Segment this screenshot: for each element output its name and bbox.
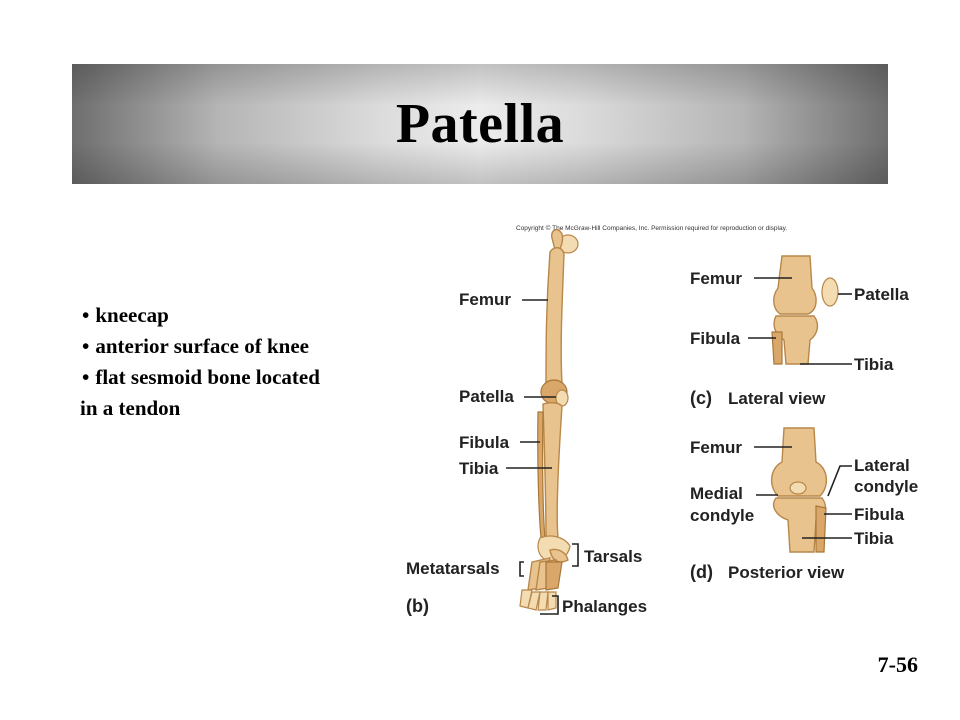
femur-distal-lateral	[773, 255, 817, 315]
slide-number: 7-56	[877, 652, 918, 677]
femur-shaft	[545, 247, 565, 385]
tibia-bone	[542, 401, 563, 539]
label-d-lateral-condyle-1: Lateral	[854, 456, 910, 475]
fibula-proximal-posterior	[815, 505, 827, 553]
label-c-fibula: Fibula	[690, 329, 741, 348]
phalanx-3	[537, 591, 549, 611]
bullet-item: •kneecap	[80, 300, 400, 331]
label-c-femur: Femur	[690, 269, 742, 288]
title-bar: Patella	[72, 64, 888, 184]
calcaneus	[549, 548, 569, 563]
phalanx-2	[527, 591, 541, 611]
leader-d-lateral-condyle	[827, 465, 852, 497]
slide-title: Patella	[395, 93, 565, 155]
bullet-dot: •	[82, 334, 90, 358]
lower-limb-illustration: Copyright © The McGraw-Hill Companies, I…	[406, 224, 918, 616]
caption-c-letter: (c)	[690, 388, 712, 408]
phalanx-4	[547, 591, 557, 611]
caption-d-letter: (d)	[690, 562, 713, 582]
label-b-tibia: Tibia	[459, 459, 499, 478]
label-d-medial-condyle-2: condyle	[690, 506, 754, 525]
bullet-dot: •	[82, 365, 90, 389]
label-b-tarsals: Tarsals	[584, 547, 642, 566]
bullet-text: anterior surface of knee	[95, 334, 309, 358]
caption-d-text: Posterior view	[728, 563, 845, 582]
metatarsal-3	[545, 561, 563, 591]
caption-b: (b)	[406, 596, 429, 616]
copyright-text: Copyright © The McGraw-Hill Companies, I…	[516, 224, 787, 232]
label-b-patella: Patella	[459, 387, 514, 406]
panel-c-knee-lateral	[771, 255, 839, 365]
anatomy-figure: Copyright © The McGraw-Hill Companies, I…	[400, 216, 940, 626]
label-b-femur: Femur	[459, 290, 511, 309]
label-d-tibia: Tibia	[854, 529, 894, 548]
femur-distal-posterior	[771, 427, 827, 497]
label-b-metatarsals: Metatarsals	[406, 559, 500, 578]
label-d-lateral-condyle-2: condyle	[854, 477, 918, 496]
bracket-b-tarsals	[572, 543, 579, 567]
panel-b-skeleton	[519, 228, 579, 611]
label-b-fibula: Fibula	[459, 433, 510, 452]
bullet-list: •kneecap •anterior surface of knee •flat…	[80, 300, 400, 424]
bullet-continuation: in a tendon	[80, 396, 181, 420]
label-c-patella: Patella	[854, 285, 909, 304]
bracket-b-phalanges	[540, 595, 559, 615]
bullet-text: kneecap	[95, 303, 169, 327]
label-d-medial-condyle-1: Medial	[690, 484, 743, 503]
label-d-femur: Femur	[690, 438, 742, 457]
label-d-fibula: Fibula	[854, 505, 905, 524]
bullet-dot: •	[82, 303, 90, 327]
label-c-tibia: Tibia	[854, 355, 894, 374]
intercondylar-notch	[789, 481, 807, 495]
bracket-b-metatarsals	[519, 561, 524, 577]
bullet-item: •flat sesmoid bone located	[80, 362, 400, 393]
label-b-phalanges: Phalanges	[562, 597, 647, 616]
fibula-proximal-lateral	[771, 331, 783, 365]
patella-lateral	[821, 277, 839, 307]
bullet-item: •anterior surface of knee	[80, 331, 400, 362]
caption-c-text: Lateral view	[728, 389, 826, 408]
bullet-text: flat sesmoid bone located	[95, 365, 320, 389]
